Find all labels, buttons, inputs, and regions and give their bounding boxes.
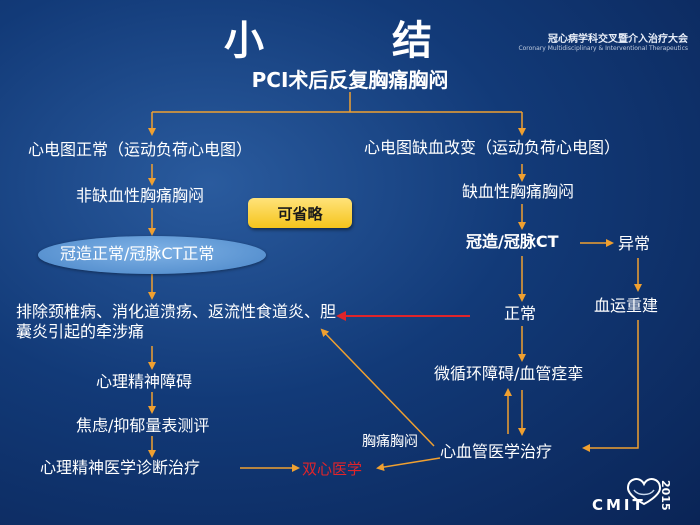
node-abnormal: 异常 bbox=[618, 234, 651, 253]
node-non-ischemic: 非缺血性胸痛胸闷 bbox=[76, 186, 205, 205]
page-title: 小 结 bbox=[224, 17, 476, 64]
arrow-revasc-to-cardio bbox=[582, 320, 639, 452]
node-angio-normal: 冠造正常/冠脉CT正常 bbox=[60, 244, 215, 263]
angio-normal-ellipse bbox=[38, 236, 266, 274]
node-angio-ct: 冠造/冠脉CT bbox=[466, 232, 559, 251]
node-microcirc: 微循环障碍/血管痉挛 bbox=[434, 364, 584, 383]
logo-text: CMIT bbox=[592, 496, 646, 514]
conference-name-en: Coronary Multidisciplinary & Interventio… bbox=[518, 45, 688, 52]
node-ecg-normal: 心电图正常（运动负荷心电图） bbox=[28, 140, 253, 159]
logo-year: 2015 bbox=[659, 480, 672, 511]
subtitle: PCI术后反复胸痛胸闷 bbox=[251, 68, 449, 92]
node-ecg-ischemic: 心电图缺血改变（运动负荷心电图） bbox=[364, 138, 621, 157]
cmit-logo bbox=[626, 478, 662, 506]
node-normal: 正常 bbox=[504, 304, 537, 323]
node-dual-heart: 双心医学 bbox=[302, 460, 363, 478]
node-ischemic: 缺血性胸痛胸闷 bbox=[462, 182, 575, 201]
node-anxiety-scale: 焦虑/抑郁量表测评 bbox=[76, 416, 210, 435]
node-psych-disorder: 心理精神障碍 bbox=[96, 372, 193, 391]
arrow-cardio-to-dual-heart bbox=[376, 457, 441, 471]
node-psych-treatment: 心理精神医学诊断治疗 bbox=[40, 458, 201, 477]
conference-banner: 冠心病学科交叉暨介入治疗大会 Coronary Multidisciplinar… bbox=[518, 30, 688, 52]
can-omit-badge: 可省略 bbox=[248, 198, 352, 228]
node-revasc: 血运重建 bbox=[594, 296, 659, 315]
label-chest-pain: 胸痛胸闷 bbox=[362, 434, 418, 450]
node-exclude-causes: 排除颈椎病、消化道溃疡、返流性食道炎、胆囊炎引起的牵涉痛 bbox=[16, 302, 337, 341]
node-cardio-treatment: 心血管医学治疗 bbox=[440, 442, 553, 461]
conference-name-zh: 冠心病学科交叉暨介入治疗大会 bbox=[548, 34, 688, 45]
arrow-chest-pain bbox=[320, 328, 435, 447]
